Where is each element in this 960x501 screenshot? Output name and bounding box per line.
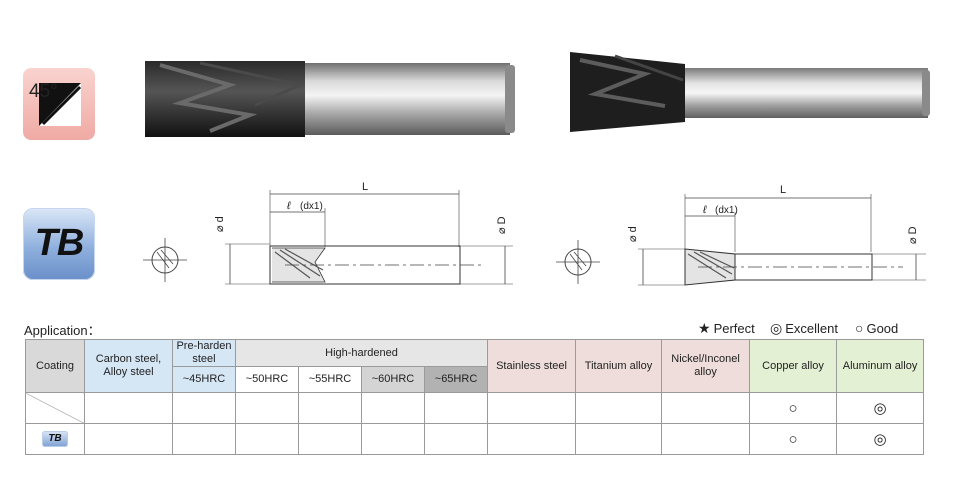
end-view-icon	[143, 238, 187, 282]
header-65hrc: ~65HRC	[423, 366, 489, 393]
angle-badge-mark	[39, 83, 81, 126]
aluminum-rating: ◎	[836, 423, 925, 455]
legend-perfect: ★ Perfect	[698, 320, 755, 337]
coating-cell-uncoated	[25, 392, 85, 424]
double-circle-icon: ◎	[770, 320, 783, 336]
technical-drawing-1: ⌀ d L ℓ (dx1) ⌀ D	[143, 181, 513, 285]
end-view-icon	[556, 240, 600, 284]
application-title: Application：	[24, 323, 101, 338]
l-total-label: L	[362, 181, 368, 193]
technical-drawing-2: ⌀ d L ℓ (dx1) ⌀ D	[556, 184, 926, 286]
legend-excellent: ◎ Excellent	[770, 320, 838, 337]
coating-cell-tb: TB	[25, 423, 85, 455]
legend-good-label: Good	[866, 320, 899, 336]
header-55hrc: ~55HRC	[298, 366, 362, 393]
header-copper: Copper alloy	[749, 339, 838, 393]
table-row: ○ ◎	[25, 392, 925, 424]
circle-icon: ○	[855, 320, 864, 336]
D-dimension-label: ⌀ D	[496, 216, 508, 234]
coating-badge: TB	[23, 208, 95, 280]
dx1-label-2: (dx1)	[715, 205, 738, 216]
header-pre-harden: Pre-harden steel	[172, 339, 236, 367]
application-table: Coating Carbon steel, Alloy steel Pre-ha…	[25, 339, 925, 455]
dx1-label: (dx1)	[300, 201, 323, 212]
angle-badge: 45°	[23, 68, 95, 140]
legend-good: ○ Good	[855, 320, 898, 336]
header-45hrc: ~45HRC	[172, 366, 236, 393]
end-mill-photo-2	[570, 52, 930, 132]
header-coating: Coating	[25, 339, 85, 393]
D-dimension-label-2: ⌀ D	[907, 226, 919, 244]
header-50hrc: ~50HRC	[235, 366, 299, 393]
d-dimension-label: ⌀ d	[214, 216, 226, 232]
header-stainless: Stainless steel	[487, 339, 577, 393]
angle-badge-label: 45°	[29, 81, 58, 102]
l-total-label-2: L	[780, 184, 786, 196]
header-titanium: Titanium alloy	[575, 339, 663, 393]
copper-rating: ○	[749, 423, 838, 455]
legend-excellent-label: Excellent	[785, 321, 838, 336]
table-row: TB ○ ◎	[25, 423, 925, 455]
header-nickel: Nickel/Inconel alloy	[661, 339, 751, 393]
d-dimension-label-2: ⌀ d	[627, 226, 639, 242]
tb-coating-chip: TB	[42, 431, 68, 447]
aluminum-rating: ◎	[836, 392, 925, 424]
legend-perfect-label: Perfect	[713, 321, 755, 336]
star-icon: ★	[698, 320, 711, 336]
header-aluminum: Aluminum alloy	[836, 339, 925, 393]
copper-rating: ○	[749, 392, 838, 424]
l-flute-label-2: ℓ	[702, 204, 707, 216]
header-60hrc: ~60HRC	[361, 366, 425, 393]
l-flute-label: ℓ	[286, 200, 291, 212]
coating-badge-label: TB	[34, 222, 85, 264]
header-carbon-steel: Carbon steel, Alloy steel	[84, 339, 173, 393]
header-high-hardened: High-hardened	[234, 339, 489, 367]
end-mill-photo-1	[145, 61, 515, 137]
